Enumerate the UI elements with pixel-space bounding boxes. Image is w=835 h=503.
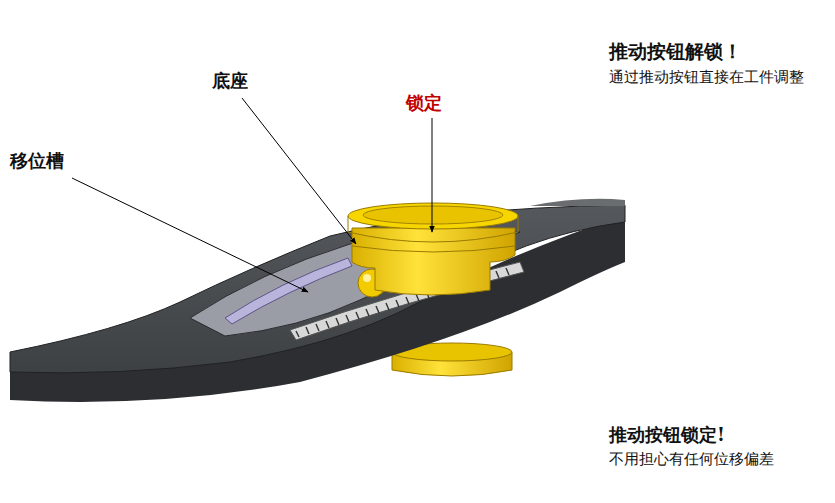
part-name: 底座 xyxy=(212,70,248,93)
arm-top xyxy=(10,205,625,373)
note-text: 不用担心有任何位移偏差 xyxy=(609,450,774,469)
ball-shine xyxy=(363,274,371,282)
collar-top xyxy=(348,203,518,229)
collar-groove xyxy=(352,246,515,252)
collar-bore xyxy=(363,206,503,224)
note-heading: 推动按钮解锁！ xyxy=(609,40,742,64)
part-name: 锁定 xyxy=(406,92,442,115)
note-text: 通过推动按钮直接在工件调整 xyxy=(609,68,804,87)
part-name: 移位槽 xyxy=(10,150,64,173)
arm-edge xyxy=(530,199,625,206)
leader-line xyxy=(432,118,433,232)
leader-line xyxy=(242,98,356,244)
note-heading: 推动按钮锁定! xyxy=(609,424,725,447)
leader-line xyxy=(72,178,308,292)
shift-slot xyxy=(225,258,352,324)
